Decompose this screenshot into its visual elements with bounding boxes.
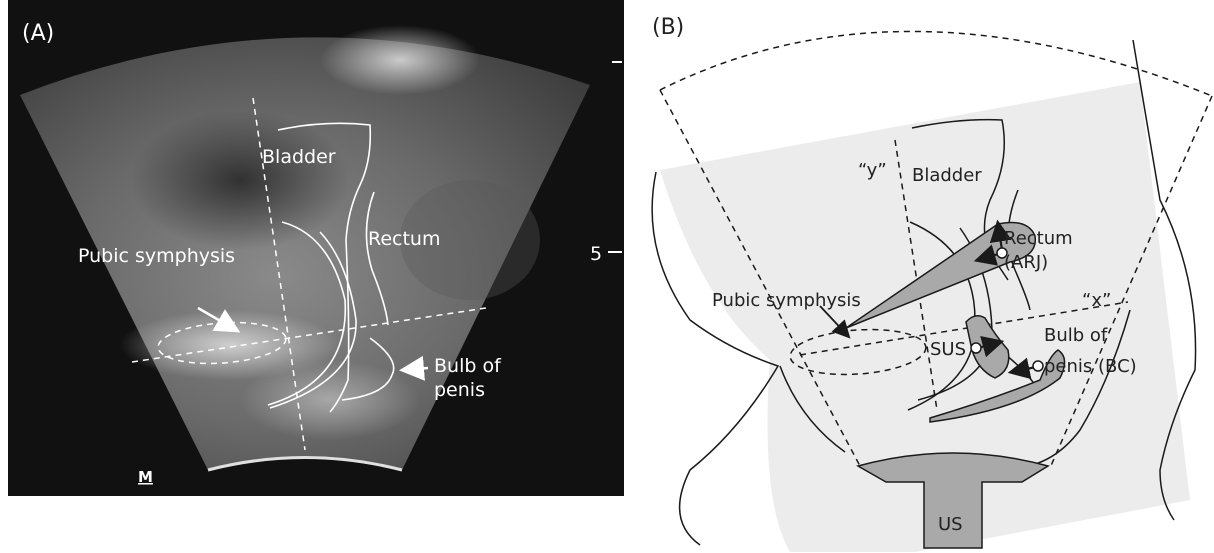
sus-label: SUS	[930, 339, 966, 360]
probe-label: US	[938, 514, 963, 535]
panel-a-label: (A)	[22, 21, 54, 46]
panel-a: (A) 5 M Bladder Rectum Pubic symphysis B…	[8, 0, 624, 496]
rectum-label-line2: (ARJ)	[1004, 252, 1048, 273]
panel-b-label: (B)	[652, 15, 684, 40]
bulb-label-line2: penis	[434, 379, 485, 401]
rectum-label: Rectum	[368, 228, 440, 250]
pubic-symphysis-label: Pubic symphysis	[712, 290, 861, 311]
bladder-label: Bladder	[912, 165, 982, 186]
bulb-label-line1: Bulb of	[434, 355, 502, 377]
y-axis-label: “y”	[858, 160, 887, 181]
ultrasound-logo: M	[138, 468, 153, 486]
scale-mark-5: 5	[590, 243, 602, 265]
x-axis-label: “x”	[1082, 290, 1111, 311]
bladder-dark-region	[130, 110, 350, 250]
bc-point	[1033, 361, 1043, 371]
bladder-label: Bladder	[262, 146, 336, 168]
bulb-label-line2: penis (BC)	[1044, 356, 1137, 377]
sus-point	[971, 343, 981, 353]
bulb-label-line1: Bulb of	[1044, 325, 1108, 346]
pubic-symphysis-label: Pubic symphysis	[78, 245, 235, 267]
panel-b: (B)	[652, 15, 1212, 552]
rectum-label-line1: Rectum	[1004, 228, 1073, 249]
